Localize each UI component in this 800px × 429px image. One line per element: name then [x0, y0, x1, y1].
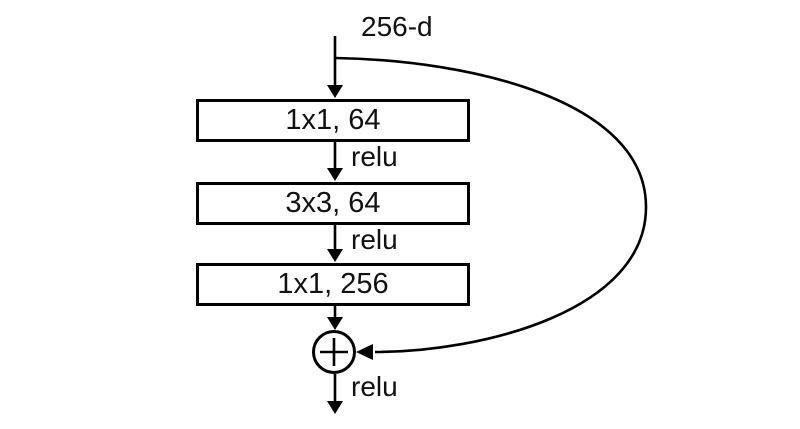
relu-label-after-conv2: relu [351, 224, 398, 255]
conv1-to-conv2-arrow [327, 141, 343, 181]
conv2-to-conv3-arrow [327, 224, 343, 262]
relu-label-after-conv1: relu [351, 141, 398, 172]
conv-box-1x1-256: 1x1, 256 [196, 263, 470, 306]
input-dim-label: 256-d [361, 11, 433, 42]
conv3-to-add-arrow [327, 305, 343, 330]
conv-box-label: 1x1, 64 [285, 104, 381, 136]
relu-label-after-addition: relu [351, 371, 398, 402]
conv-box-1x1-64: 1x1, 64 [196, 99, 470, 142]
plus-icon [320, 338, 348, 366]
add-circle [312, 330, 356, 374]
conv-box-label: 1x1, 256 [277, 268, 389, 300]
skip-connection-curve [334, 56, 648, 360]
conv-box-3x3-64: 3x3, 64 [196, 182, 470, 225]
conv-box-label: 3x3, 64 [285, 187, 381, 219]
input-arrow [327, 36, 343, 98]
skip-arrowhead [356, 344, 373, 360]
output-arrow [327, 374, 343, 414]
